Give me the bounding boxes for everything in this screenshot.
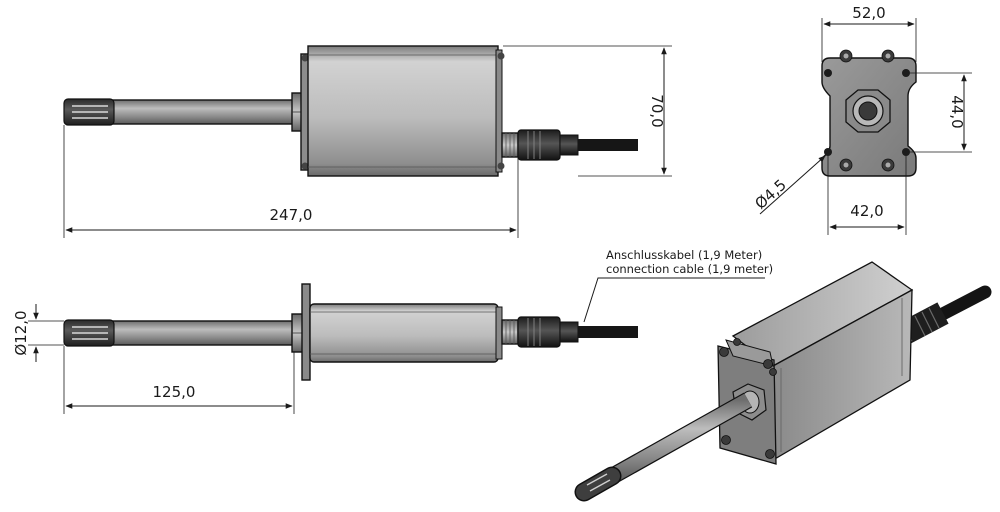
housing-body-bottom [309, 303, 499, 363]
dim-hole-spacing-horizontal-label: 42,0 [850, 202, 883, 220]
cable [578, 139, 638, 151]
connector-body [517, 129, 561, 161]
sensor-slots [72, 105, 108, 119]
dim-housing-width: 52,0 [821, 4, 917, 62]
dim-probe-diameter: Ø12,0 [12, 304, 64, 362]
dim-probe-diameter-label: Ø12,0 [12, 310, 30, 355]
side-view [63, 45, 638, 177]
cable-callout-en: connection cable (1,9 meter) [606, 262, 773, 276]
dim-probe-length-label: 125,0 [153, 383, 196, 401]
cable-bottom [578, 326, 638, 338]
isometric-view [574, 261, 992, 502]
dim-hole-diameter: Ø4,5 [751, 155, 826, 215]
dim-hole-spacing-vertical: 44,0 [910, 72, 972, 153]
connector-body-bottom [517, 316, 561, 348]
iso-plate-screws [719, 338, 777, 459]
flange-plate-bottom [301, 283, 311, 381]
dim-total-length: 247,0 [63, 125, 519, 238]
mounting-holes [824, 69, 910, 156]
front-view [821, 49, 917, 177]
cable-callout: Anschlusskabel (1,9 Meter) connection ca… [583, 248, 773, 323]
probe-rod-bottom [111, 320, 295, 346]
probe-rod [111, 99, 295, 125]
bottom-view [63, 283, 638, 381]
dim-hole-spacing-horizontal: 42,0 [827, 156, 907, 235]
dim-probe-length: 125,0 [63, 346, 295, 414]
dim-height: 70,0 [503, 45, 672, 177]
housing-body [307, 45, 499, 177]
dim-housing-width-label: 52,0 [852, 4, 885, 22]
dim-height-label: 70,0 [648, 94, 666, 127]
dim-hole-diameter-label: Ø4,5 [751, 176, 790, 213]
dim-hole-spacing-vertical-label: 44,0 [948, 95, 966, 128]
cable-callout-de: Anschlusskabel (1,9 Meter) [606, 248, 762, 262]
dim-total-length-label: 247,0 [270, 206, 313, 224]
